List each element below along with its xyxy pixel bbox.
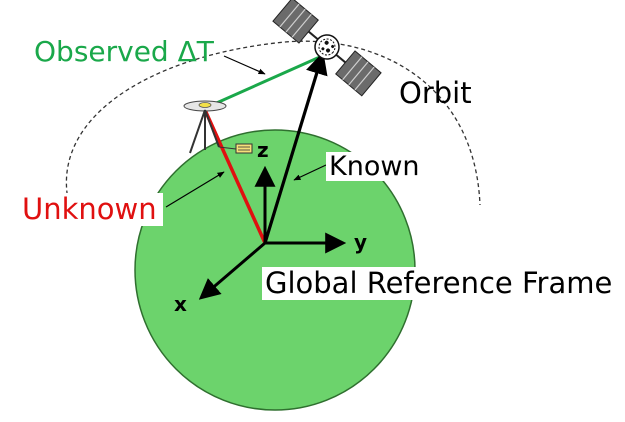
known-pointer-arrow [293,164,327,181]
axis-x-label: x [174,292,187,316]
axis-z-label: z [257,138,269,162]
axis-x-line [198,241,266,300]
axis-y-label: y [354,230,368,254]
unknown-pointer-arrow [165,171,225,208]
satellite-icon [272,0,382,97]
observed-signal-line [202,54,323,111]
unknown-label: Unknown [16,193,163,226]
orbit-label: Orbit [399,76,472,110]
global-reference-frame-label: Global Reference Frame [262,267,616,300]
known-vector [263,51,328,244]
known-label: Known [326,152,423,181]
gps-receiver-icon [183,100,253,154]
orbit-path [65,40,481,216]
unknown-vector [203,109,267,244]
observed-delta-t-label: Observed ΔT [34,35,214,68]
observed-pointer-arrow [223,55,266,75]
